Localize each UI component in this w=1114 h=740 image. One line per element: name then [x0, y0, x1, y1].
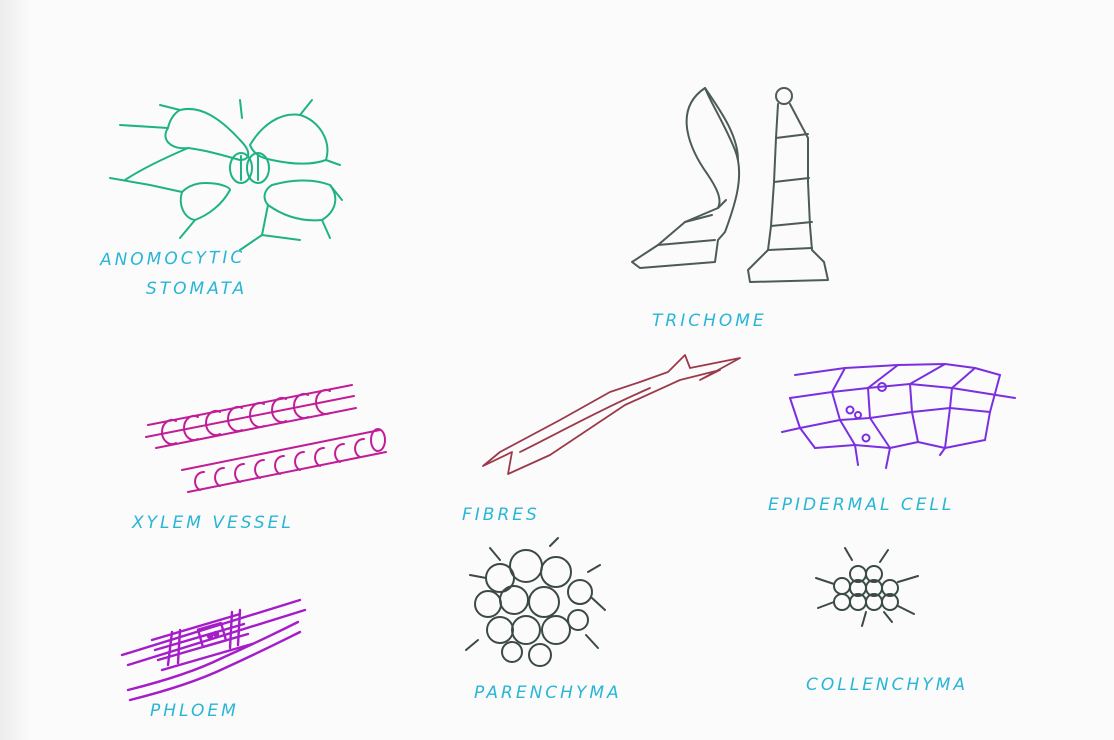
phloem-drawing [122, 600, 305, 700]
label-epidermal-cell: EPIDERMAL CELL [768, 496, 954, 516]
label-fibres: FIBRES [462, 506, 540, 526]
epidermal-cell-drawing [782, 364, 1015, 468]
stomata-drawing [110, 100, 342, 250]
xylem-vessel-drawing [146, 385, 386, 492]
label-parenchyma: PARENCHYMA [474, 684, 622, 704]
trichome-drawing [632, 88, 828, 282]
label-trichome: TRICHOME [652, 312, 767, 332]
label-stomata: STOMATA [146, 280, 247, 300]
label-phloem: PHLOEM [150, 702, 239, 722]
label-anomocytic: ANOMOCYTIC [100, 249, 246, 271]
fibres-drawing [483, 355, 740, 474]
label-collenchyma: COLLENCHYMA [806, 676, 968, 696]
parenchyma-drawing [466, 538, 605, 666]
collenchyma-drawing [816, 548, 918, 626]
label-xylem-vessel: XYLEM VESSEL [132, 514, 294, 534]
